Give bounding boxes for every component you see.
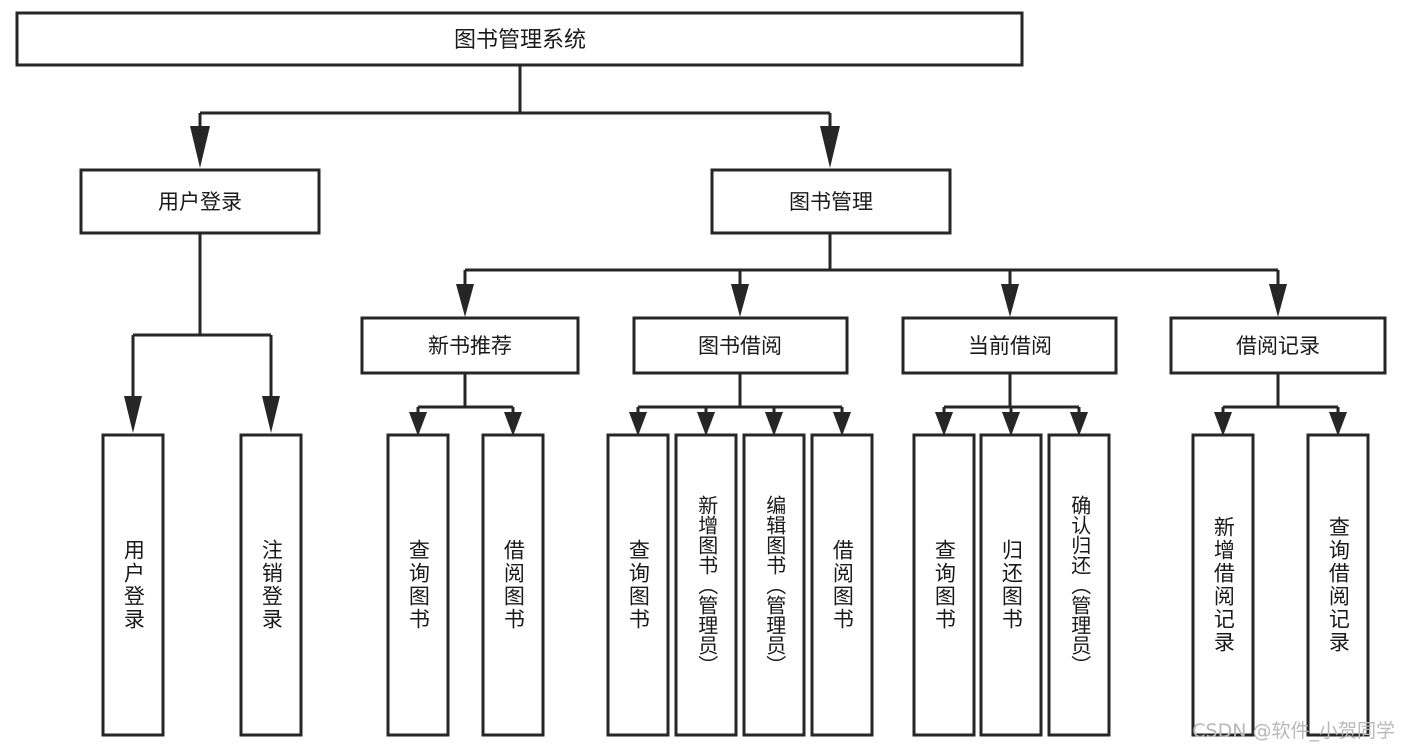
arrow-head-leaf-logout <box>262 396 280 433</box>
leaf-box-confirm-return[interactable] <box>1047 433 1111 737</box>
node-book-borrow-label: 图书借阅 <box>698 334 782 358</box>
connector-group-bookborrow-to-leaves <box>629 373 851 436</box>
arrow-head-leaf-edit-book <box>765 412 783 436</box>
arrow-head-leaf-return-book <box>1002 412 1020 436</box>
node-book-borrow-box[interactable] <box>632 316 849 375</box>
arrow-head-leaf-query-book-2 <box>629 412 647 436</box>
node-book-manage-box[interactable] <box>710 168 952 235</box>
arrow-head-leaf-query-record <box>1329 412 1347 436</box>
leaf-box-query-book-1[interactable] <box>386 433 450 737</box>
leaf-box-return-book[interactable] <box>979 433 1043 737</box>
arrow-head-leaf-add-record <box>1214 412 1232 436</box>
leaf-box-edit-book[interactable] <box>742 433 806 737</box>
node-borrow-record-label: 借阅记录 <box>1236 334 1320 358</box>
connector-group-borrowrecord-to-leaves <box>1214 373 1347 436</box>
arrow-head-to-book-manage <box>820 126 840 168</box>
arrow-head-leaf-borrow-book-1 <box>504 412 522 436</box>
arrow-head-leaf-add-book <box>697 412 715 436</box>
leaf-box-logout[interactable] <box>239 433 303 737</box>
leaf-box-user-login[interactable] <box>101 433 165 737</box>
leaf-box-borrow-book-1[interactable] <box>481 433 545 737</box>
connector-group-currentborrow-to-leaves <box>935 373 1088 436</box>
node-new-book-recommend-box[interactable] <box>360 316 580 375</box>
arrow-head-leaf-borrow-book-2 <box>833 412 851 436</box>
arrow-head-leaf-confirm-return <box>1070 412 1088 436</box>
arrow-head-to-borrow-record <box>1269 284 1287 317</box>
node-root-box[interactable] <box>15 11 1024 67</box>
node-borrow-record-box[interactable] <box>1169 316 1387 375</box>
leaf-box-borrow-book-2[interactable] <box>810 433 874 737</box>
node-current-borrow-label: 当前借阅 <box>968 334 1052 358</box>
arrow-head-to-book-borrow <box>731 284 749 317</box>
node-new-book-recommend-label: 新书推荐 <box>428 334 512 358</box>
node-user-login-label: 用户登录 <box>158 190 242 214</box>
leaf-box-add-record[interactable] <box>1191 433 1255 737</box>
connector-group-newbook-to-leaves <box>409 373 522 436</box>
leaf-box-query-book-3[interactable] <box>912 433 976 737</box>
node-user-login-box[interactable] <box>79 168 321 235</box>
leaf-box-query-book-2[interactable] <box>606 433 670 737</box>
connector-group-userlogin-to-leaves <box>124 233 280 433</box>
leaf-box-add-book[interactable] <box>674 433 738 737</box>
arrow-head-to-current-borrow <box>1001 284 1019 317</box>
node-book-manage-label: 图书管理 <box>789 190 873 214</box>
node-current-borrow-box[interactable] <box>901 316 1118 375</box>
arrow-head-to-new-book <box>456 284 474 317</box>
arrow-head-leaf-query-book-1 <box>409 412 427 436</box>
arrow-head-leaf-user-login <box>124 396 142 433</box>
leaf-box-query-record[interactable] <box>1306 433 1370 737</box>
arrow-head-leaf-query-book-3 <box>935 412 953 436</box>
connector-group-bookmanage-to-level3 <box>456 233 1287 317</box>
arrow-head-to-user-login <box>190 126 210 168</box>
node-root-label: 图书管理系统 <box>454 28 586 53</box>
connector-group-root-to-level2 <box>190 65 840 168</box>
